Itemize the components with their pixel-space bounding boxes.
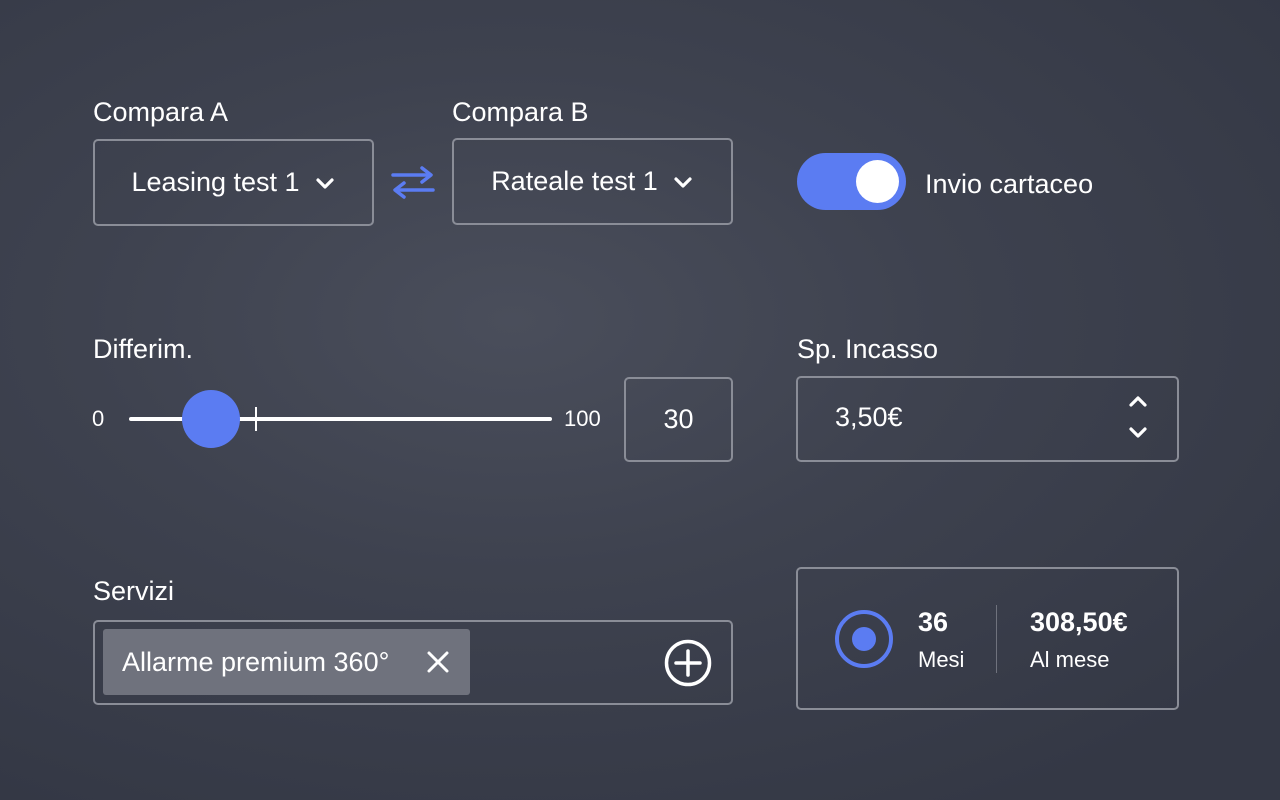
slider-max-label: 100 <box>564 406 601 431</box>
radio-selected-icon[interactable] <box>834 609 894 669</box>
deferral-value: 30 <box>663 404 694 434</box>
deferral-slider-track[interactable] <box>129 417 552 421</box>
months-label: Mesi <box>918 647 965 672</box>
monthly-amount-label: Al mese <box>1030 647 1110 672</box>
compare-b-select[interactable]: Rateale test 1 <box>452 138 733 225</box>
slider-tick-mark <box>255 407 257 431</box>
monthly-amount-value: 308,50€ <box>1030 607 1128 637</box>
swap-arrows-icon[interactable] <box>391 165 435 199</box>
slider-min-label: 0 <box>92 406 105 431</box>
close-icon[interactable] <box>426 650 450 674</box>
card-divider <box>996 605 997 673</box>
compare-a-value: Leasing test 1 <box>131 167 300 197</box>
collection-fee-value: 3,50€ <box>835 402 903 432</box>
services-label: Servizi <box>93 576 175 606</box>
plan-option-card[interactable]: 36 Mesi 308,50€ Al mese <box>796 567 1179 710</box>
deferral-slider-thumb[interactable] <box>182 390 240 448</box>
months-value: 36 <box>918 607 949 637</box>
compare-a-select[interactable]: Leasing test 1 <box>93 139 374 226</box>
paper-delivery-toggle[interactable] <box>797 153 906 210</box>
toggle-knob <box>856 160 899 203</box>
add-circle-icon[interactable] <box>664 639 712 687</box>
deferral-value-input[interactable]: 30 <box>624 377 733 462</box>
deferral-label: Differim. <box>93 334 194 364</box>
collection-fee-stepper[interactable]: 3,50€ <box>796 376 1179 462</box>
services-field[interactable] <box>93 620 733 705</box>
chevron-down-icon <box>315 177 334 189</box>
compare-b-label: Compara B <box>452 97 589 127</box>
chevron-down-icon <box>674 176 692 188</box>
service-chip-label: Allarme premium 360° <box>122 646 390 677</box>
collection-fee-label: Sp. Incasso <box>797 334 939 364</box>
chevron-up-icon[interactable] <box>1127 393 1149 411</box>
compare-a-label: Compara A <box>93 97 229 127</box>
service-chip: Allarme premium 360° <box>103 629 470 695</box>
chevron-down-icon[interactable] <box>1127 423 1149 441</box>
compare-b-value: Rateale test 1 <box>491 166 658 196</box>
paper-delivery-label: Invio cartaceo <box>925 169 1094 199</box>
